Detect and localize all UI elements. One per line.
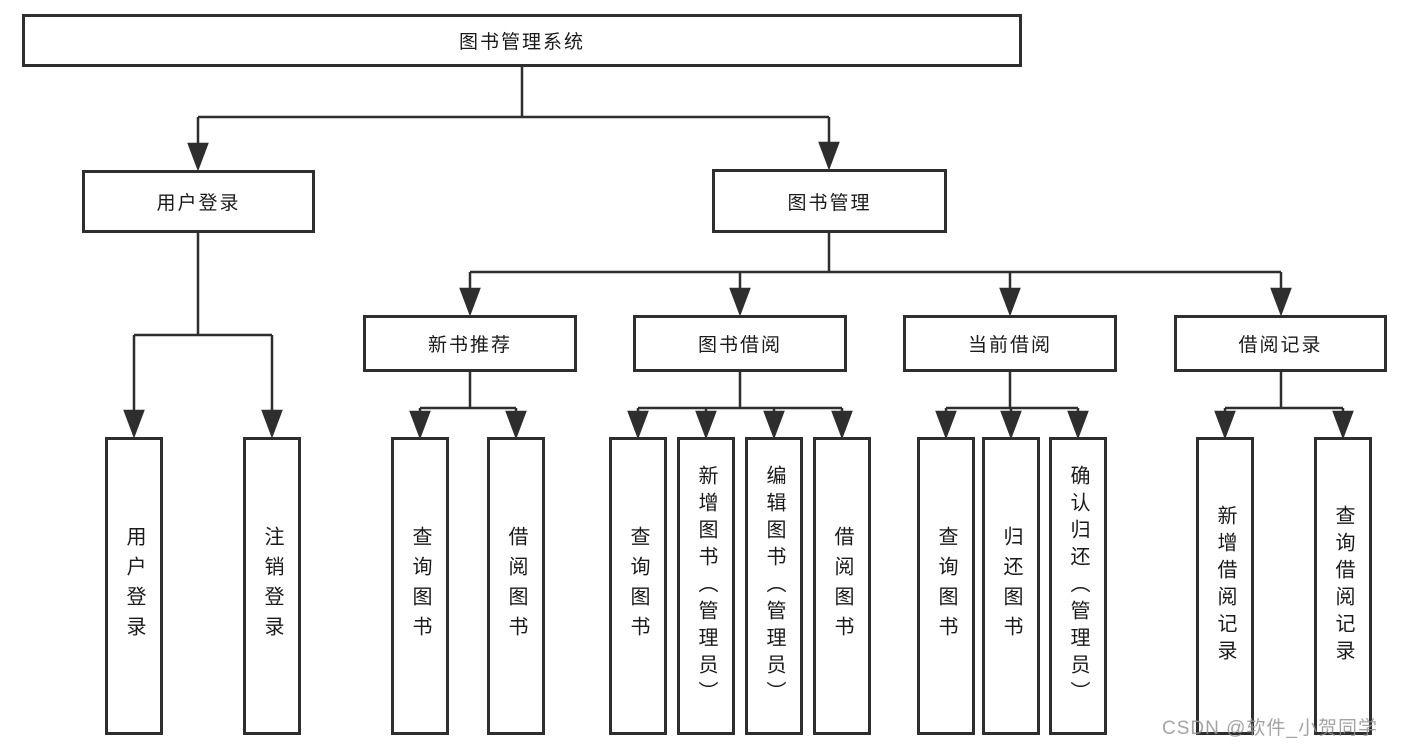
node-user-login-label: 用户登录 bbox=[156, 193, 241, 214]
leaf-bor-add-book-admin: 新增图书（管理员） bbox=[677, 437, 735, 735]
connector-root-to-level2 bbox=[187, 67, 840, 172]
leaf-logout: 注销登录 bbox=[243, 437, 301, 735]
leaf-rec-borrow-book: 借阅图书 bbox=[487, 437, 545, 735]
leaf-bor-add-book-admin-label: 新增图书（管理员） bbox=[695, 464, 717, 708]
connector-book-mgmt-children bbox=[459, 233, 1292, 317]
leaf-cur-query-book: 查询图书 bbox=[917, 437, 975, 735]
leaf-rcd-add-record-label: 新增借阅记录 bbox=[1214, 505, 1236, 667]
leaf-user-login-label: 用户登录 bbox=[123, 526, 145, 646]
node-new-book-recommendation: 新书推荐 bbox=[363, 315, 577, 372]
leaf-rcd-query-record-label: 查询借阅记录 bbox=[1332, 505, 1354, 667]
node-user-login: 用户登录 bbox=[82, 170, 315, 233]
leaf-cur-confirm-return-admin: 确认归还（管理员） bbox=[1049, 437, 1107, 735]
connector-book-borrow-children bbox=[627, 372, 853, 440]
node-book-management-label: 图书管理 bbox=[787, 192, 872, 214]
leaf-cur-return-book-label: 归还图书 bbox=[1000, 526, 1022, 646]
node-new-book-recommendation-label: 新书推荐 bbox=[427, 335, 512, 356]
leaf-cur-return-book: 归还图书 bbox=[982, 437, 1040, 735]
node-current-borrowing: 当前借阅 bbox=[903, 315, 1117, 372]
csdn-watermark: CSDN @软件_小贺同学 bbox=[1162, 718, 1378, 739]
connector-current-borrow-children bbox=[935, 372, 1089, 440]
leaf-bor-borrow-book-label: 借阅图书 bbox=[831, 526, 853, 646]
leaf-user-login: 用户登录 bbox=[105, 437, 163, 735]
node-root-system: 图书管理系统 bbox=[22, 14, 1022, 67]
node-book-management: 图书管理 bbox=[712, 169, 947, 233]
leaf-cur-query-book-label: 查询图书 bbox=[935, 526, 957, 646]
leaf-bor-query-book-label: 查询图书 bbox=[627, 526, 649, 646]
leaf-rec-borrow-book-label: 借阅图书 bbox=[505, 526, 527, 646]
connector-new-book-rec-children bbox=[409, 372, 527, 440]
node-borrowing-records: 借阅记录 bbox=[1174, 315, 1387, 372]
leaf-rec-query-book-label: 查询图书 bbox=[409, 526, 431, 646]
node-current-borrowing-label: 当前借阅 bbox=[967, 335, 1052, 356]
leaf-bor-borrow-book: 借阅图书 bbox=[813, 437, 871, 735]
leaf-logout-label: 注销登录 bbox=[261, 526, 283, 646]
leaf-bor-edit-book-admin-label: 编辑图书（管理员） bbox=[763, 464, 785, 708]
leaf-cur-confirm-return-admin-label: 确认归还（管理员） bbox=[1067, 464, 1089, 708]
leaf-rcd-query-record: 查询借阅记录 bbox=[1314, 437, 1372, 735]
node-book-borrowing-label: 图书借阅 bbox=[697, 335, 782, 356]
leaf-bor-edit-book-admin: 编辑图书（管理员） bbox=[745, 437, 803, 735]
leaf-bor-query-book: 查询图书 bbox=[609, 437, 667, 735]
leaf-rcd-add-record: 新增借阅记录 bbox=[1196, 437, 1254, 735]
connector-borrow-records-children bbox=[1214, 372, 1354, 440]
leaf-rec-query-book: 查询图书 bbox=[391, 437, 449, 735]
node-borrowing-records-label: 借阅记录 bbox=[1238, 335, 1323, 356]
node-book-borrowing: 图书借阅 bbox=[633, 315, 847, 372]
node-root-system-label: 图书管理系统 bbox=[458, 32, 585, 53]
connector-user-login-children bbox=[123, 233, 283, 439]
